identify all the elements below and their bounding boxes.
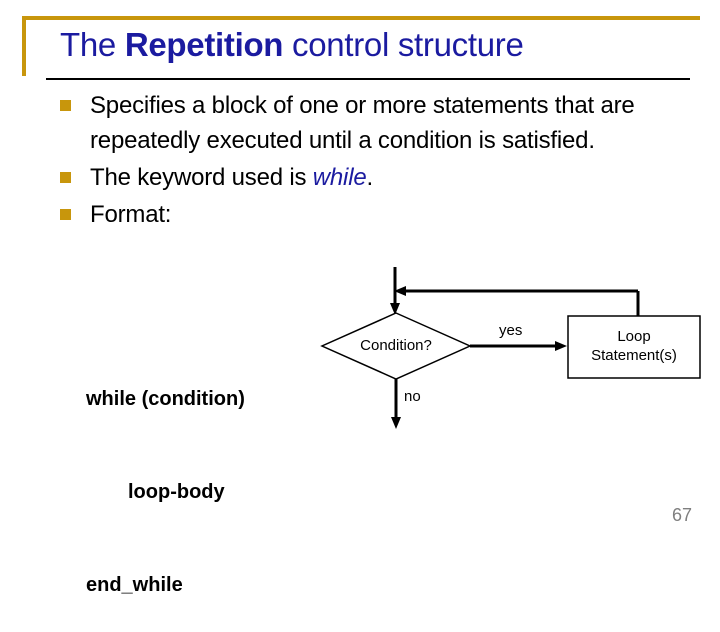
list-item: Format: xyxy=(58,197,658,232)
pseudocode-line-end-while: end_while xyxy=(86,574,183,596)
loop-statements-label: Loop Statement(s) xyxy=(570,327,698,365)
slide-title-prefix: The xyxy=(60,26,125,63)
bullet-text: Format: xyxy=(90,201,172,228)
keyword-while: while xyxy=(312,164,367,191)
square-bullet-icon xyxy=(60,100,71,111)
bullet-text-suffix: . xyxy=(366,164,373,191)
yes-branch-label: yes xyxy=(499,322,523,339)
list-item: Specifies a block of one or more stateme… xyxy=(58,88,658,158)
frame-top-accent-bar xyxy=(22,16,700,20)
loop-statements-label-line1: Loop xyxy=(617,328,651,345)
pseudocode-line-while: while (condition) xyxy=(86,388,245,410)
pseudocode-block: while (condition) loop-body end_while xyxy=(86,322,245,632)
square-bullet-icon xyxy=(60,172,71,183)
bullet-text: Specifies a block of one or more stateme… xyxy=(90,92,635,154)
square-bullet-icon xyxy=(60,209,71,220)
decision-label: Condition? xyxy=(360,337,432,354)
slide-title-suffix: control structure xyxy=(283,26,524,63)
title-divider-rule xyxy=(46,78,690,80)
page-number: 67 xyxy=(671,505,692,525)
no-branch-arrow xyxy=(391,379,401,429)
no-branch-label: no xyxy=(404,388,421,405)
frame-left-accent-bar xyxy=(22,16,26,76)
yes-branch-arrow xyxy=(470,341,567,351)
bullet-text: The keyword used is while. xyxy=(90,160,658,195)
slide-title-emphasis: Repetition xyxy=(124,26,284,63)
feedback-loop-arrow xyxy=(394,286,640,316)
loop-statements-label-line2: Statement(s) xyxy=(591,347,677,364)
bullet-text-prefix: The keyword used is xyxy=(90,164,313,191)
entry-arrow xyxy=(390,267,400,315)
pseudocode-line-loop-body: loop-body xyxy=(128,481,225,503)
list-item: The keyword used is while. xyxy=(58,160,658,195)
bullet-list: Specifies a block of one or more stateme… xyxy=(58,88,658,234)
slide-title: The Repetition control structure xyxy=(60,24,700,66)
